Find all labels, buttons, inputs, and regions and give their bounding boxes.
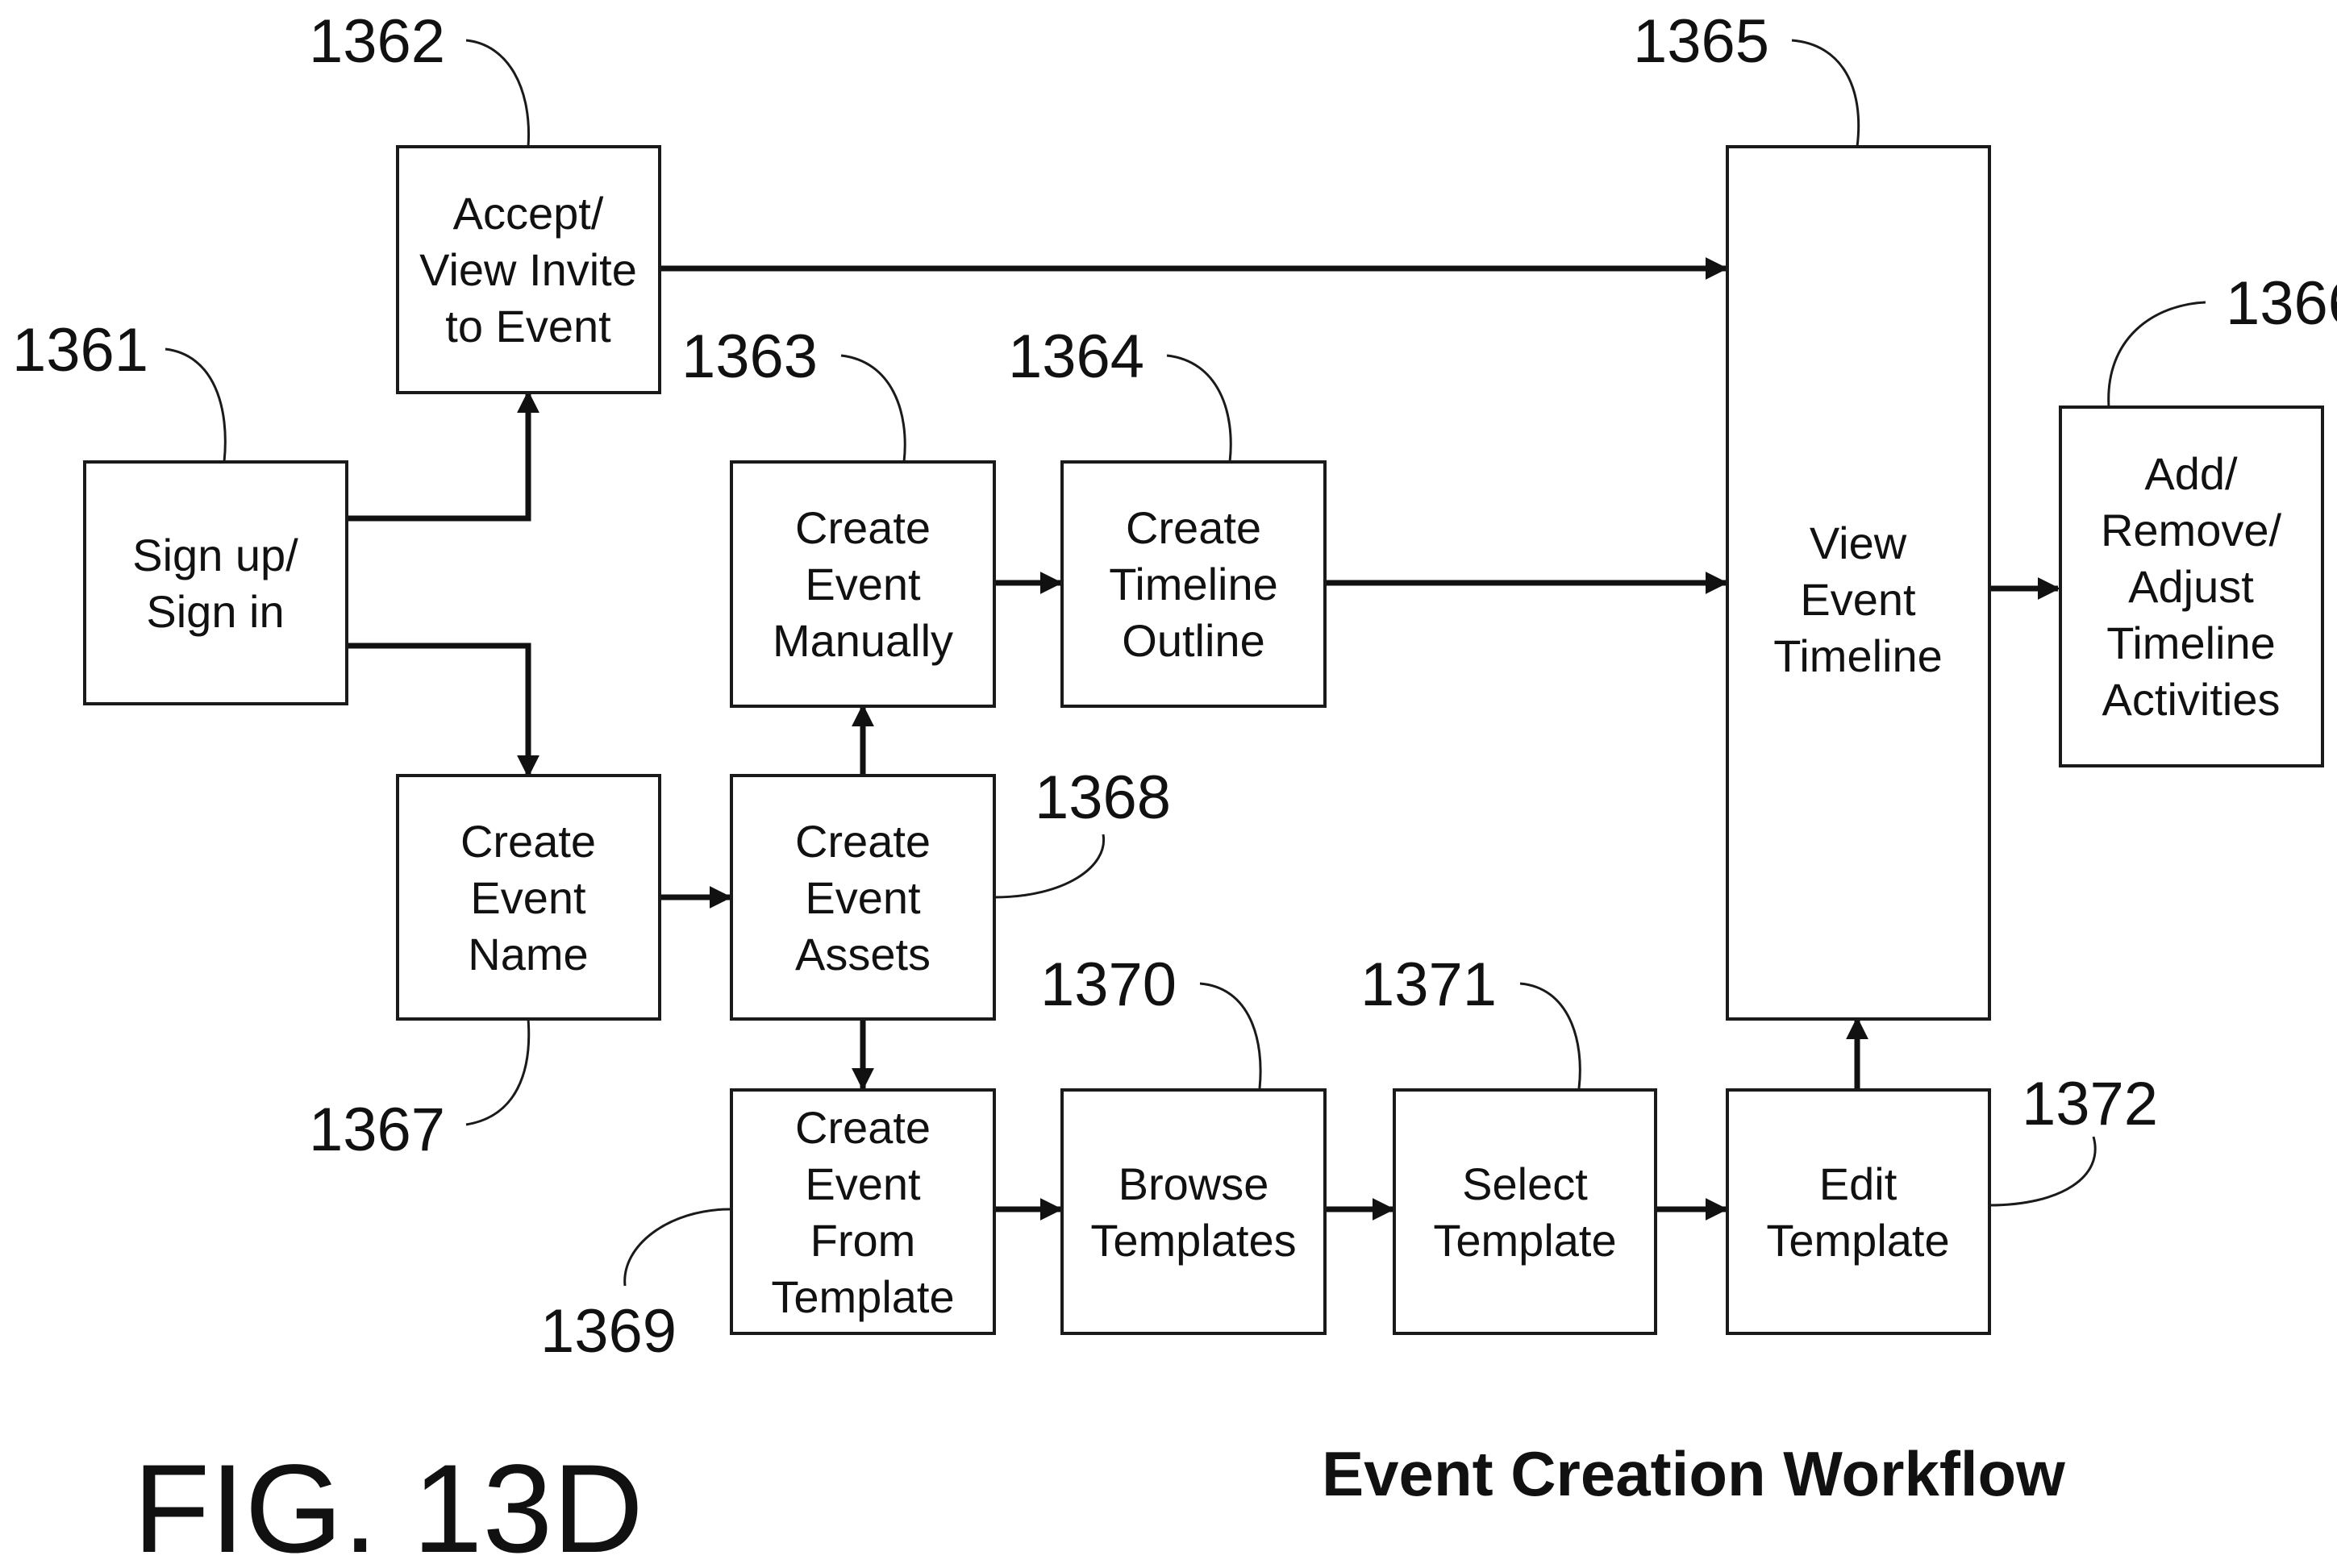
leader-1364 xyxy=(1167,356,1231,462)
box-label-line: Manually xyxy=(773,615,953,666)
box-create-event-assets-label: CreateEventAssets xyxy=(795,816,931,979)
box-label-line: Select xyxy=(1462,1158,1588,1209)
box-select-template xyxy=(1394,1090,1656,1333)
arrow-signin-to-invite xyxy=(347,393,528,518)
box-label-line: Template xyxy=(771,1271,954,1322)
box-label-line: Name xyxy=(468,929,588,979)
ref-1370: 1370 xyxy=(1040,950,1177,1019)
box-label-line: Outline xyxy=(1122,615,1264,666)
box-label-line: Templates xyxy=(1090,1215,1296,1266)
box-label-line: Event xyxy=(470,872,586,923)
leader-1362 xyxy=(466,40,529,147)
ref-1362: 1362 xyxy=(309,7,445,76)
box-label-line: Create xyxy=(460,816,596,867)
box-label-line: Create xyxy=(795,1102,931,1153)
ref-1363: 1363 xyxy=(681,322,818,391)
box-sign-up-sign-in xyxy=(85,462,347,704)
box-label-line: From xyxy=(810,1215,916,1266)
box-label-line: Template xyxy=(1433,1215,1616,1266)
box-label-line: Edit xyxy=(1819,1158,1898,1209)
leader-1366 xyxy=(2109,302,2206,407)
box-label-line: Accept/ xyxy=(453,188,604,239)
leader-1371 xyxy=(1520,984,1580,1088)
figure-label: FIG. 13D xyxy=(133,1439,644,1568)
box-label-line: Remove/ xyxy=(2101,505,2282,555)
box-label-line: Adjust xyxy=(2128,561,2254,612)
box-label-line: Sign up/ xyxy=(132,530,298,580)
leader-1370 xyxy=(1200,984,1260,1088)
leader-1372 xyxy=(1989,1137,2095,1205)
box-label-line: Timeline xyxy=(1109,559,1278,609)
box-edit-template xyxy=(1727,1090,1989,1333)
leader-1365 xyxy=(1792,40,1859,147)
ref-1365: 1365 xyxy=(1633,7,1769,76)
box-label-line: Create xyxy=(795,502,931,553)
box-label-line: Browse xyxy=(1119,1158,1269,1209)
box-browse-templates xyxy=(1062,1090,1325,1333)
box-label-line: Add/ xyxy=(2144,448,2238,499)
box-label-line: Event xyxy=(805,1158,921,1209)
ref-1361: 1361 xyxy=(12,316,148,385)
ref-1371: 1371 xyxy=(1360,950,1497,1019)
box-label-line: Event xyxy=(805,872,921,923)
leader-1369 xyxy=(625,1209,730,1286)
arrow-signin-to-event-name xyxy=(347,646,528,776)
box-label-line: Template xyxy=(1766,1215,1949,1266)
box-label-line: Assets xyxy=(795,929,931,979)
leader-1363 xyxy=(841,356,905,462)
box-create-timeline-outline-label: CreateTimelineOutline xyxy=(1109,502,1278,666)
ref-1368: 1368 xyxy=(1035,763,1171,832)
box-label-line: Timeline xyxy=(1773,630,1943,681)
box-label-line: Event xyxy=(1800,574,1916,625)
ref-1366: 1366 xyxy=(2226,269,2337,338)
diagram-caption: Event Creation Workflow xyxy=(1322,1438,2065,1509)
ref-1364: 1364 xyxy=(1008,322,1144,391)
box-label-line: Activities xyxy=(2102,674,2281,725)
ref-1367: 1367 xyxy=(309,1096,445,1164)
box-label-line: View xyxy=(1810,518,1907,568)
box-label-line: View Invite xyxy=(419,244,637,295)
box-label-line: Create xyxy=(795,816,931,867)
box-label-line: to Event xyxy=(445,301,611,351)
ref-1369: 1369 xyxy=(540,1297,677,1366)
leader-1368 xyxy=(994,834,1104,897)
box-label-line: Timeline xyxy=(2106,618,2276,668)
leader-1367 xyxy=(466,1019,529,1125)
ref-1372: 1372 xyxy=(2022,1070,2158,1138)
leader-1361 xyxy=(165,349,225,462)
box-label-line: Create xyxy=(1126,502,1261,553)
box-create-event-name-label: CreateEventName xyxy=(460,816,596,979)
box-label-line: Sign in xyxy=(146,586,284,637)
box-label-line: Event xyxy=(805,559,921,609)
